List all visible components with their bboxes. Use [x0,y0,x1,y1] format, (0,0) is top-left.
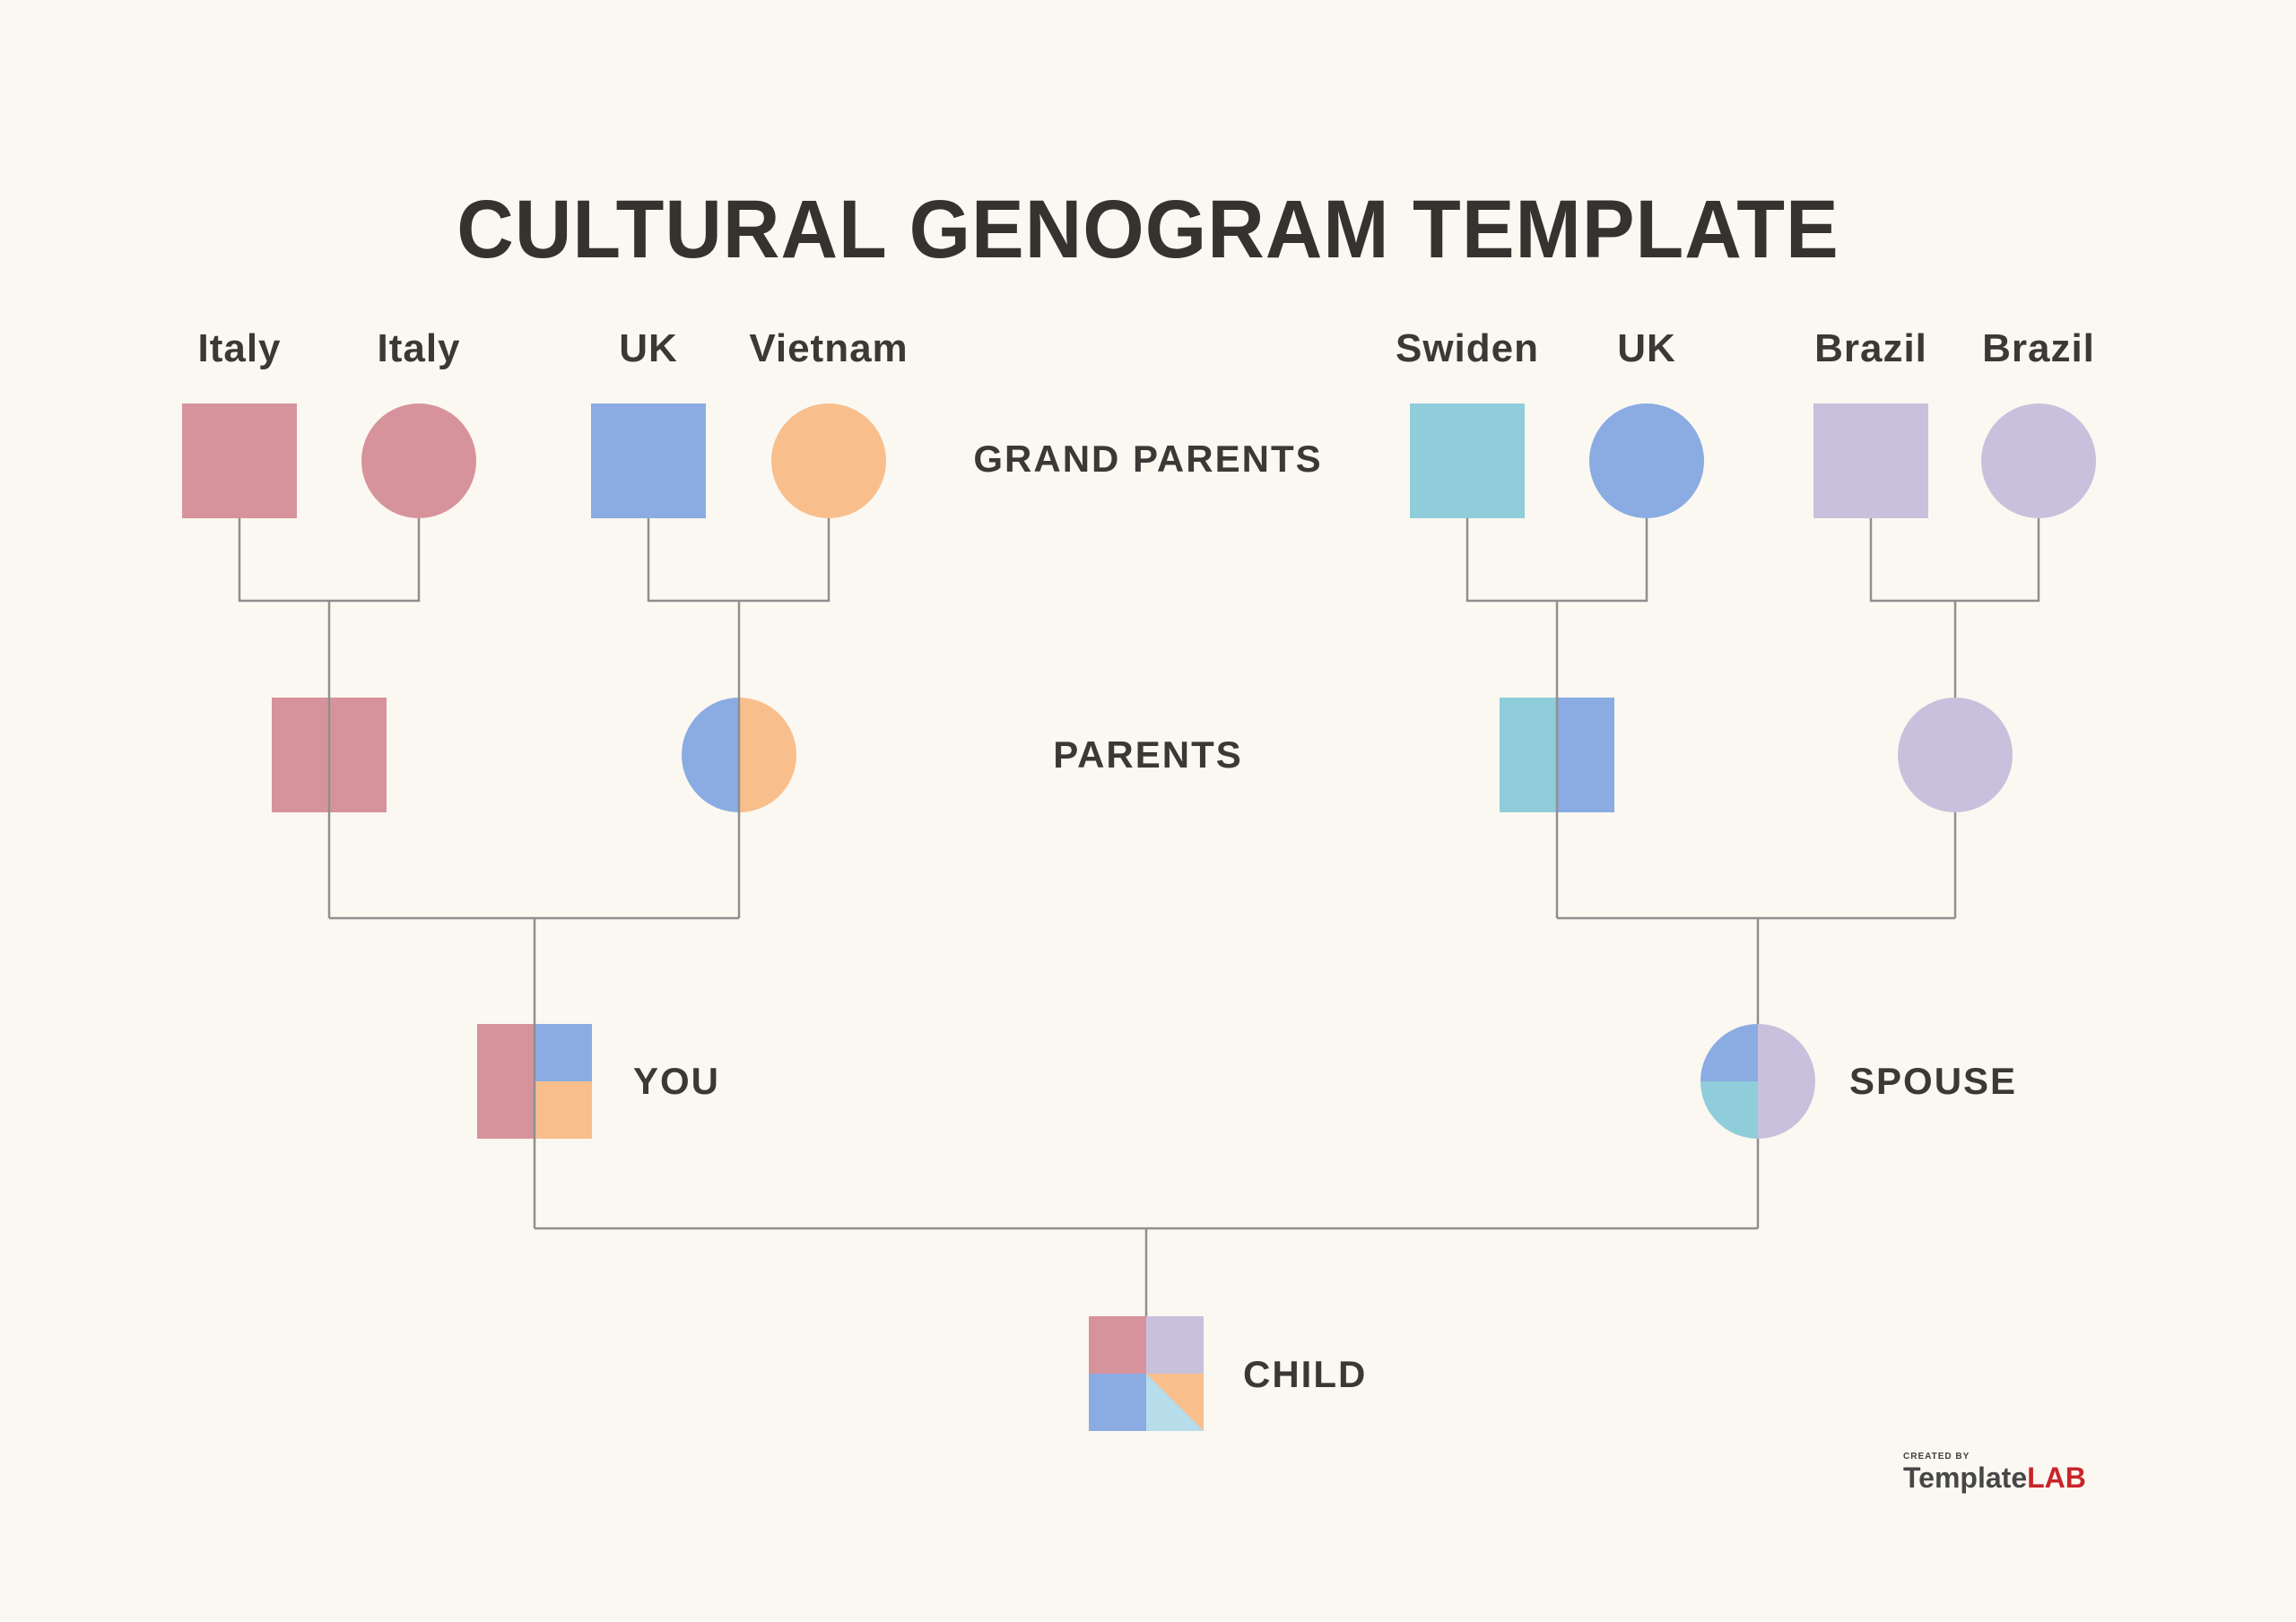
child-square [1089,1316,1204,1431]
grandparent-1-label: Italy [197,326,282,370]
you-label: YOU [633,1060,721,1102]
grandparent-6-label: UK [1617,326,1676,370]
grandparent-5-label: Swiden [1395,326,1540,370]
grandmother-circle-uk [1589,403,1704,518]
child-italy-quarter [1089,1316,1146,1374]
grandparent-3-label: UK [619,326,678,370]
grandfather-square-brazil [1813,403,1928,518]
grandparent-7-label: Brazil [1814,326,1927,370]
grandmother-circle-vietnam [771,403,886,518]
spouse-mother-circle-brazil [1898,698,2013,812]
spouse-father-square-swiden-uk [1500,698,1614,812]
page-title: CULTURAL GENOGRAM TEMPLATE [457,182,1839,275]
spouse-father-swiden-half [1500,698,1557,812]
grandfather-square-uk [591,403,706,518]
father-square-italy [272,698,387,812]
spouse-circle [1700,1024,1815,1139]
grandfather-square-italy [182,403,297,518]
spouse-brazil-half [1758,1024,1815,1139]
brand-template: Template [1903,1462,2028,1494]
grandparent-2-label: Italy [377,326,461,370]
created-by-text: CREATED BY [1903,1452,1970,1462]
spouse-label: SPOUSE [1849,1060,2018,1102]
mother-vietnam-half [739,698,796,812]
brand-lab: LAB [2027,1462,2086,1494]
templatelab-logo: CREATED BY TemplateLAB [1903,1452,2086,1493]
spouse-father-uk-half [1557,698,1614,812]
child-vietnam-swiden-quarter [1146,1374,1204,1431]
you-vietnam-quarter [535,1081,592,1139]
grandparent-4-label: Vietnam [749,326,909,370]
mother-circle-uk-vietnam [682,698,796,812]
you-uk-quarter [535,1024,592,1081]
grandmother-circle-italy [361,403,476,518]
child-uk-quarter [1089,1374,1146,1431]
you-italy-half [477,1024,535,1139]
grandparent-8-label: Brazil [1982,326,2095,370]
spouse-swiden-quarter [1700,1081,1758,1139]
spouse-uk-quarter [1700,1024,1758,1081]
child-brazil-quarter [1146,1316,1204,1374]
mother-uk-half [682,698,739,812]
child-label: CHILD [1243,1353,1368,1395]
brand-wordmark: TemplateLAB [1903,1463,2086,1492]
grandfather-square-swiden [1410,403,1525,518]
you-square [477,1024,592,1139]
grandparents-row-label: GRAND PARENTS [973,438,1323,480]
parents-row-label: PARENTS [1053,733,1243,776]
grandmother-circle-brazil [1981,403,2096,518]
